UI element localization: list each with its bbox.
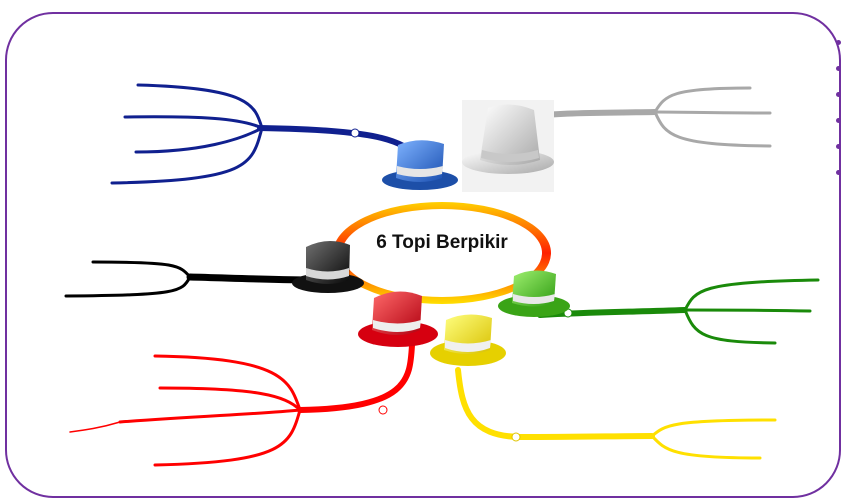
frame-dot xyxy=(836,40,841,45)
yellow-hat-icon xyxy=(430,314,506,366)
center-title: 6 Topi Berpikir xyxy=(376,232,508,253)
frame-dot xyxy=(836,170,841,175)
red-branch xyxy=(69,342,415,467)
yellow-branch xyxy=(455,367,777,460)
frame-dot xyxy=(836,92,841,97)
blue-branch-node xyxy=(350,128,360,138)
green-branch xyxy=(537,278,820,345)
blue-hat-icon xyxy=(382,140,458,190)
frame-dot xyxy=(836,144,841,149)
slide-frame xyxy=(5,12,841,498)
yellow-branch-node xyxy=(511,432,521,442)
center-node xyxy=(333,202,551,304)
green-hat-icon xyxy=(498,270,570,317)
white-hat-icon xyxy=(462,100,554,192)
black-hat-icon xyxy=(292,240,364,293)
frame-dot xyxy=(836,118,841,123)
black-branch xyxy=(64,260,322,298)
red-hat-icon xyxy=(358,291,438,347)
red-branch-node xyxy=(378,405,388,415)
frame-dot xyxy=(836,66,841,71)
blue-branch xyxy=(110,83,423,185)
